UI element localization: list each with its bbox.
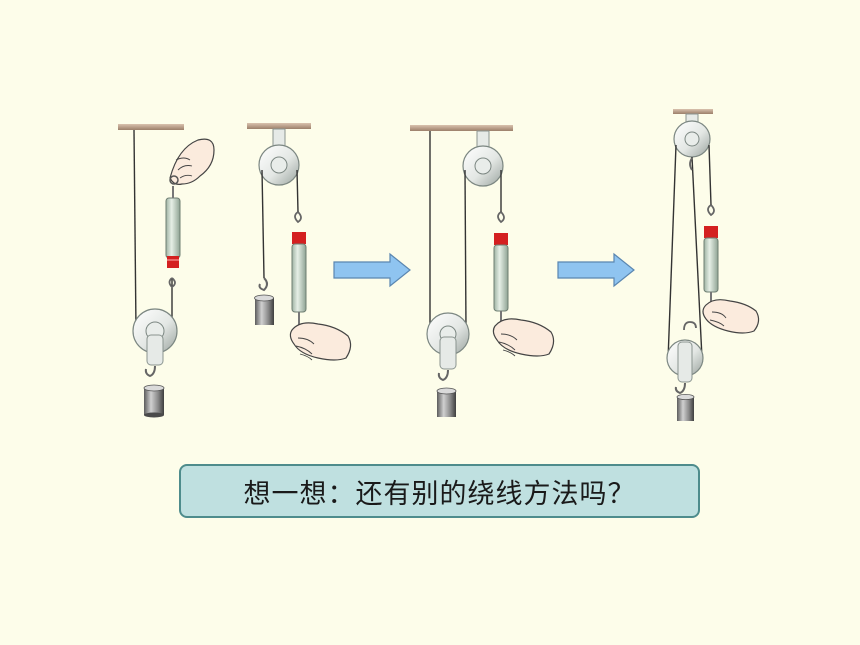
movable-pulley — [132, 308, 178, 366]
ceiling-bar — [247, 123, 311, 129]
weight — [143, 384, 165, 418]
weight — [436, 387, 457, 417]
weight — [676, 393, 695, 421]
hook — [674, 382, 686, 395]
rope-left — [133, 129, 137, 331]
figure-movable-pulley-hand-up — [118, 124, 215, 418]
hand — [492, 318, 555, 357]
hook — [437, 369, 449, 382]
spring-scale — [165, 186, 181, 289]
fixed-pulley — [462, 145, 504, 187]
ceiling-bar — [410, 125, 513, 131]
rope-2 — [464, 169, 467, 331]
fixed-pulley — [258, 144, 300, 186]
fixed-pulley — [673, 120, 711, 158]
spring-scale — [291, 211, 307, 326]
hook-top — [689, 157, 693, 171]
figure-pulley-block-one-fixed-one-movable — [410, 125, 555, 417]
rope-1 — [667, 144, 677, 361]
prompt-box: 想一想：还有别的绕线方法吗？ — [179, 464, 700, 518]
ceiling-bar — [673, 109, 713, 114]
hand — [702, 299, 760, 334]
rope-left — [261, 169, 265, 279]
rope-3 — [708, 144, 712, 206]
hook — [144, 365, 156, 378]
rope-right — [296, 169, 299, 213]
arrow-right-icon — [333, 252, 411, 288]
ceiling-bar — [118, 124, 184, 130]
spring-scale — [493, 211, 509, 322]
hand — [169, 138, 215, 185]
movable-pulley — [666, 321, 704, 383]
hand — [289, 322, 352, 361]
hook — [258, 277, 268, 292]
figure-fixed-pulley-hand-down — [247, 123, 352, 361]
arrow-right-icon — [557, 252, 635, 288]
rope-2 — [691, 156, 703, 359]
figure-pulley-block-alternate-winding — [666, 109, 760, 421]
weight — [254, 294, 274, 325]
prompt-text: 想一想：还有别的绕线方法吗？ — [243, 478, 636, 510]
movable-pulley — [426, 312, 470, 370]
spring-scale — [703, 204, 719, 302]
